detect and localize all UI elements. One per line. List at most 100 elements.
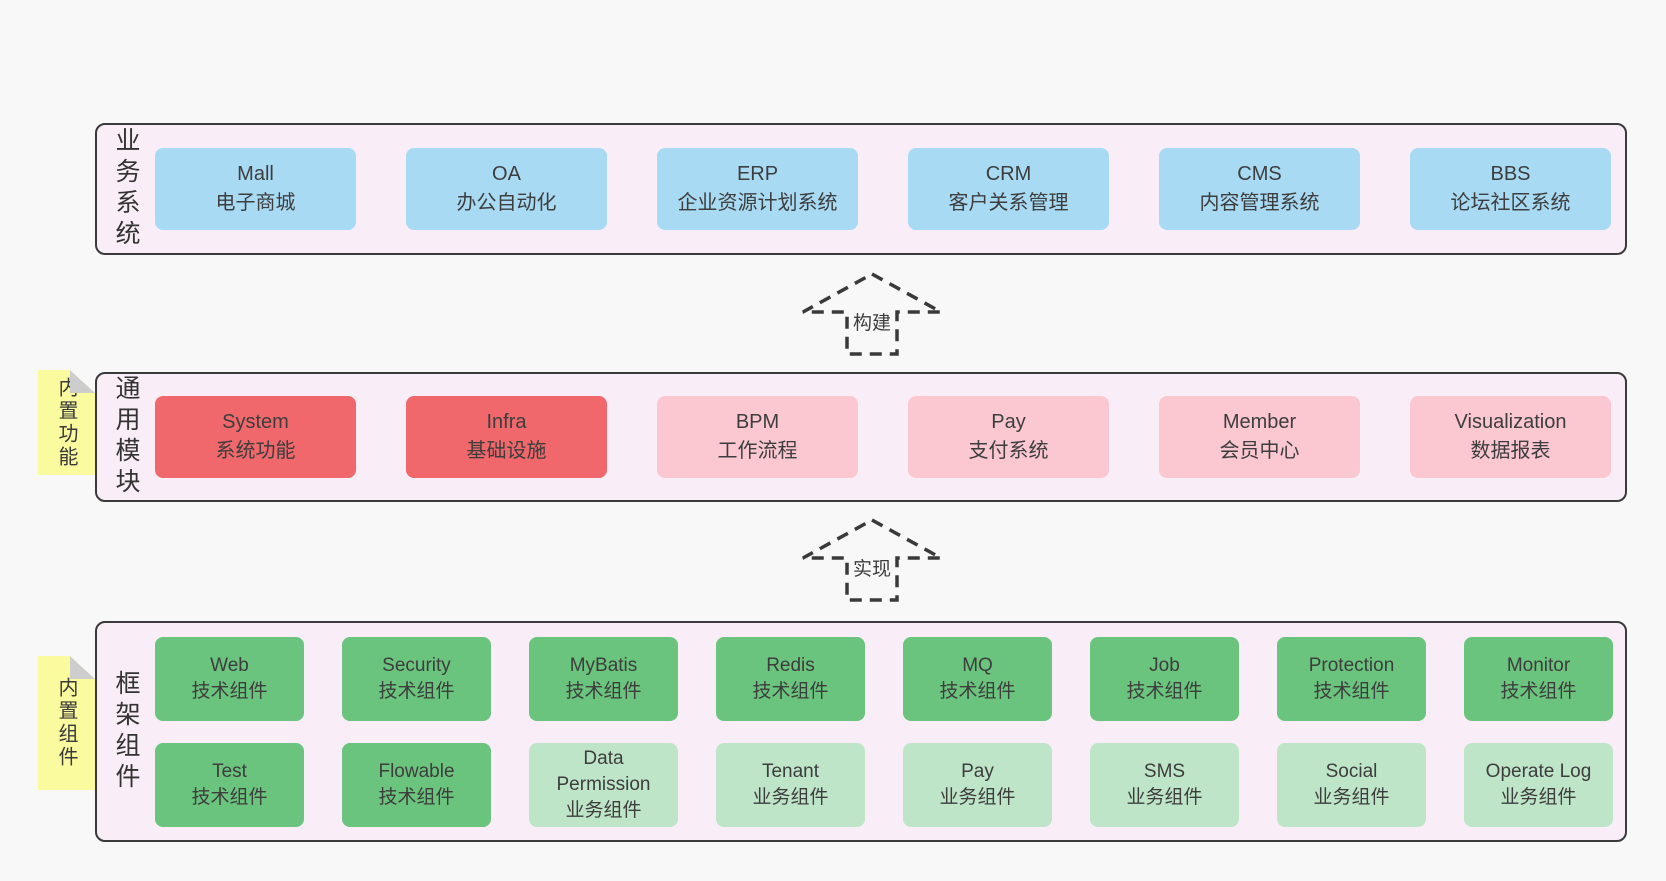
box-desc: 基础设施 [466, 440, 547, 462]
box-desc: 工作流程 [717, 440, 798, 462]
box-desc: 系统功能 [215, 440, 296, 462]
box-desc: 支付系统 [968, 440, 1049, 462]
box-name: BPM [735, 411, 780, 433]
box-oa: OA 办公自动化 [406, 148, 607, 230]
box-flowable: Flowable 技术组件 [342, 742, 491, 827]
box-desc: 业务组件 [565, 799, 642, 821]
box-mybatis: MyBatis 技术组件 [529, 636, 678, 721]
arrow-label: 构建 [849, 312, 895, 336]
layer-label-framework-components: 框架组件 [112, 669, 140, 794]
layer-label-common-modules: 通用模块 [112, 375, 140, 499]
box-bbs: BBS 论坛社区系统 [1410, 148, 1611, 230]
box-web: Web 技术组件 [155, 636, 304, 721]
box-desc: 业务组件 [1126, 786, 1203, 808]
box-desc: 业务组件 [1313, 786, 1390, 808]
box-desc: 办公自动化 [456, 192, 557, 214]
box-sms: SMS 业务组件 [1090, 742, 1239, 827]
box-name: OA [492, 163, 521, 185]
box-desc: 客户关系管理 [948, 192, 1069, 214]
box-name: Protection [1308, 654, 1395, 676]
box-name: CMS [1237, 163, 1282, 185]
layer-label-business-systems: 业务系统 [112, 127, 140, 251]
box-desc: 技术组件 [378, 680, 455, 702]
folded-corner-icon [70, 656, 95, 679]
box-name: Operate Log [1485, 760, 1592, 782]
box-desc: 技术组件 [191, 680, 268, 702]
layer-business-systems: 业务系统 Mall 电子商城 OA 办公自动化 ERP 企业资源计划系统 CRM… [95, 123, 1627, 255]
box-name: SMS [1143, 760, 1186, 782]
box-desc: 内容管理系统 [1199, 192, 1320, 214]
box-name: System [222, 411, 289, 433]
box-name: Redis [766, 654, 815, 676]
box-desc: 业务组件 [752, 786, 829, 808]
box-name: BBS [1490, 163, 1531, 185]
framework-components-grid: Web 技术组件 Security 技术组件 MyBatis 技术组件 Redi… [155, 623, 1625, 840]
layer-common-modules: 通用模块 System 系统功能 Infra 基础设施 BPM 工作流程 Pay… [95, 372, 1627, 502]
box-test: Test 技术组件 [155, 742, 304, 827]
box-desc: 技术组件 [191, 786, 268, 808]
box-mq: MQ 技术组件 [903, 636, 1052, 721]
box-mall: Mall 电子商城 [155, 148, 356, 230]
box-name: Data Permission [556, 747, 651, 795]
box-name: MQ [962, 654, 993, 676]
box-desc: 业务组件 [1500, 786, 1577, 808]
box-name: Web [210, 654, 249, 676]
box-desc: 技术组件 [1313, 680, 1390, 702]
box-member: Member 会员中心 [1159, 396, 1360, 478]
box-cms: CMS 内容管理系统 [1159, 148, 1360, 230]
box-name: Job [1149, 654, 1180, 676]
box-data-permission: Data Permission 业务组件 [529, 742, 678, 827]
arrow-implement: 实现 [792, 518, 952, 602]
box-protection: Protection 技术组件 [1277, 636, 1426, 721]
box-desc: 业务组件 [939, 786, 1016, 808]
box-name: Monitor [1506, 654, 1571, 676]
arrow-build: 构建 [792, 272, 952, 356]
box-name: Test [212, 760, 247, 782]
box-desc: 技术组件 [1500, 680, 1577, 702]
box-job: Job 技术组件 [1090, 636, 1239, 721]
common-modules-row: System 系统功能 Infra 基础设施 BPM 工作流程 Pay 支付系统… [155, 374, 1625, 500]
box-tenant: Tenant 业务组件 [716, 742, 865, 827]
business-systems-row: Mall 电子商城 OA 办公自动化 ERP 企业资源计划系统 CRM 客户关系… [155, 125, 1625, 253]
box-name: Visualization [1454, 411, 1567, 433]
box-name: Mall [237, 163, 274, 185]
box-desc: 技术组件 [565, 680, 642, 702]
box-name: Pay [961, 760, 994, 782]
box-monitor: Monitor 技术组件 [1464, 636, 1613, 721]
box-social: Social 业务组件 [1277, 742, 1426, 827]
box-crm: CRM 客户关系管理 [908, 148, 1109, 230]
box-operate-log: Operate Log 业务组件 [1464, 742, 1613, 827]
box-name: Security [382, 654, 451, 676]
box-name: CRM [985, 163, 1032, 185]
box-desc: 会员中心 [1219, 440, 1300, 462]
sticky-note-text: 内置功能 [55, 376, 77, 469]
box-system: System 系统功能 [155, 396, 356, 478]
box-security: Security 技术组件 [342, 636, 491, 721]
box-desc: 技术组件 [1126, 680, 1203, 702]
box-pay-component: Pay 业务组件 [903, 742, 1052, 827]
box-desc: 论坛社区系统 [1450, 192, 1571, 214]
sticky-note-builtin-features: 内置功能 [38, 370, 95, 475]
arrow-label: 实现 [849, 558, 895, 582]
box-infra: Infra 基础设施 [406, 396, 607, 478]
box-desc: 数据报表 [1470, 440, 1551, 462]
box-pay: Pay 支付系统 [908, 396, 1109, 478]
box-bpm: BPM 工作流程 [657, 396, 858, 478]
box-desc: 技术组件 [939, 680, 1016, 702]
box-name: Member [1222, 411, 1297, 433]
box-desc: 企业资源计划系统 [677, 192, 838, 214]
box-name: ERP [736, 163, 779, 185]
box-name: Flowable [378, 760, 455, 782]
box-desc: 技术组件 [378, 786, 455, 808]
layer-framework-components: 框架组件 Web 技术组件 Security 技术组件 MyBatis 技术组件… [95, 621, 1627, 842]
box-name: Social [1325, 760, 1378, 782]
box-desc: 技术组件 [752, 680, 829, 702]
box-name: Tenant [761, 760, 820, 782]
box-name: Pay [991, 411, 1026, 433]
folded-corner-icon [70, 370, 95, 393]
box-desc: 电子商城 [215, 192, 296, 214]
sticky-note-text: 内置组件 [55, 677, 77, 769]
sticky-note-builtin-components: 内置组件 [38, 656, 95, 790]
box-redis: Redis 技术组件 [716, 636, 865, 721]
box-erp: ERP 企业资源计划系统 [657, 148, 858, 230]
